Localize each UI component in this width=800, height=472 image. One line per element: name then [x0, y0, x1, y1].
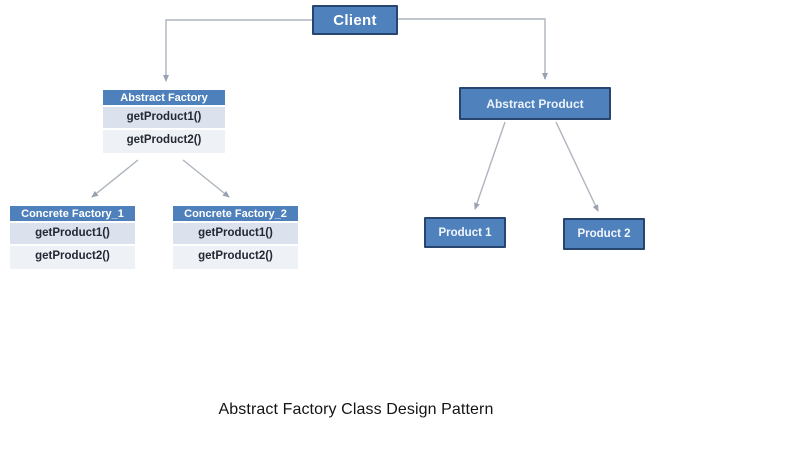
abstract-factory-class: Abstract Factory getProduct1() getProduc…: [103, 90, 225, 153]
method-row: getProduct1(): [10, 223, 135, 246]
class-title: Concrete Factory_2: [173, 206, 298, 223]
diagram-caption: Abstract Factory Class Design Pattern: [218, 401, 494, 418]
connector-abstract-product-to-product-1: [474, 121, 506, 210]
connector-abstract-factory-to-concrete-factory-1: [91, 159, 139, 198]
product-2-node: Product 2: [563, 218, 645, 250]
method-row: getProduct2(): [10, 246, 135, 269]
method-row: getProduct1(): [173, 223, 298, 246]
concrete-factory-1-class: Concrete Factory_1 getProduct1() getProd…: [10, 206, 135, 269]
product-1-node: Product 1: [424, 217, 506, 248]
connector-client-to-abstract-product: [398, 18, 548, 80]
method-row: getProduct2(): [173, 246, 298, 269]
concrete-factory-2-class: Concrete Factory_2 getProduct1() getProd…: [173, 206, 298, 269]
method-row: getProduct2(): [103, 130, 225, 153]
client-node: Client: [312, 5, 398, 35]
abstract-product-node: Abstract Product: [459, 87, 611, 120]
connector-client-to-abstract-factory: [163, 19, 312, 82]
class-title: Concrete Factory_1: [10, 206, 135, 223]
class-title: Abstract Factory: [103, 90, 225, 107]
method-row: getProduct1(): [103, 107, 225, 130]
connector-abstract-product-to-product-2: [555, 121, 599, 212]
connector-abstract-factory-to-concrete-factory-2: [182, 159, 230, 198]
